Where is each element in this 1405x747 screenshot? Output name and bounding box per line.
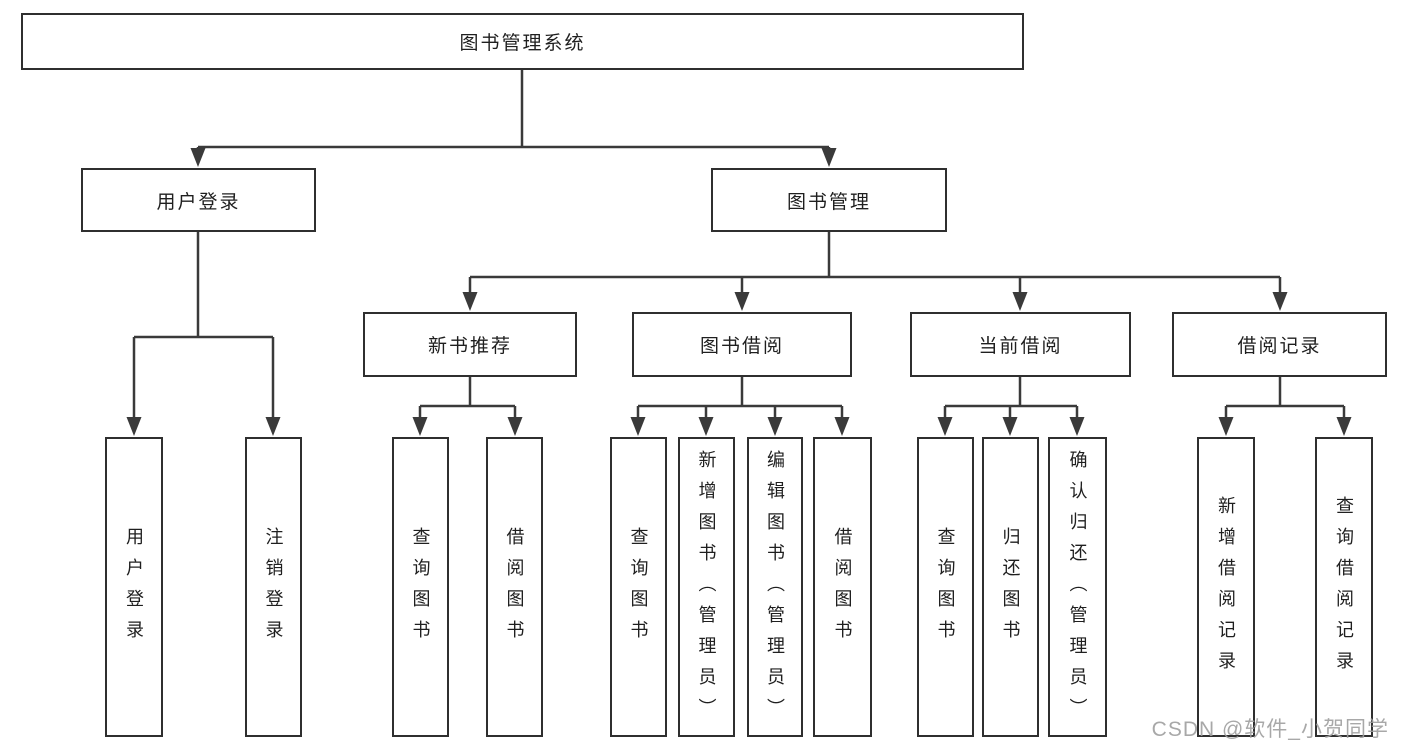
leaf-query-books-recommend: 查询图书 [392, 437, 449, 737]
leaf-borrow-books-recommend: 借阅图书 [486, 437, 543, 737]
leaf-query-borrow-record: 查询借阅记录 [1315, 437, 1373, 737]
node-library-management-system: 图书管理系统 [21, 13, 1024, 70]
node-user-login: 用户登录 [81, 168, 316, 232]
leaf-logout: 注销登录 [245, 437, 302, 737]
leaf-borrow-books: 借阅图书 [813, 437, 872, 737]
leaf-confirm-return-admin: 确认归还（管理员） [1048, 437, 1107, 737]
node-book-management: 图书管理 [711, 168, 947, 232]
node-new-book-recommendation: 新书推荐 [363, 312, 577, 377]
leaf-query-books-borrow: 查询图书 [610, 437, 667, 737]
leaf-query-books-current: 查询图书 [917, 437, 974, 737]
leaf-return-book: 归还图书 [982, 437, 1039, 737]
node-current-borrowing: 当前借阅 [910, 312, 1131, 377]
node-borrowing-records: 借阅记录 [1172, 312, 1387, 377]
leaf-edit-book-admin: 编辑图书（管理员） [747, 437, 803, 737]
leaf-add-borrow-record: 新增借阅记录 [1197, 437, 1255, 737]
leaf-user-login: 用户登录 [105, 437, 163, 737]
leaf-add-book-admin: 新增图书（管理员） [678, 437, 735, 737]
node-book-borrowing: 图书借阅 [632, 312, 852, 377]
